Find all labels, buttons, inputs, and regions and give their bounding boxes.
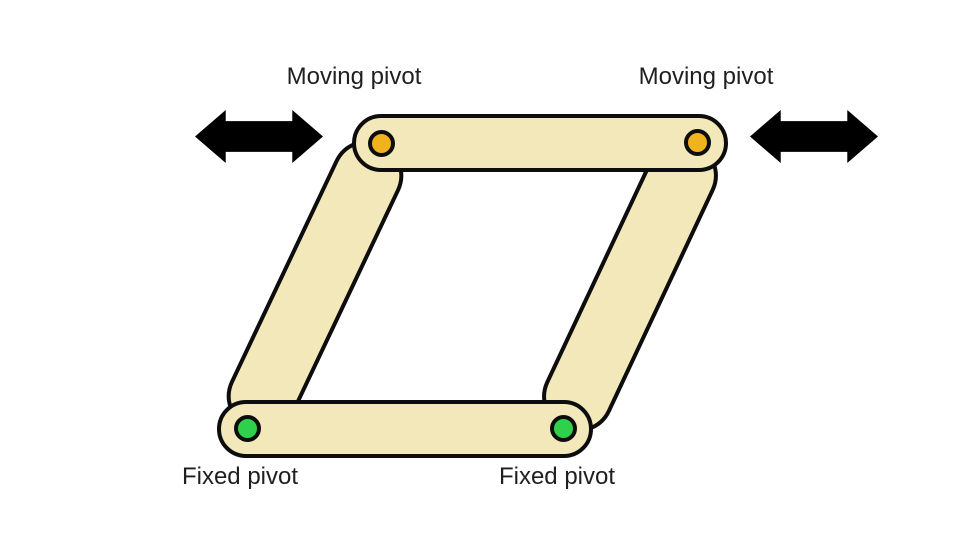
double-arrow-right-icon (750, 110, 878, 163)
moving-pivot-right (684, 129, 711, 156)
fixed-pivot-label-right: Fixed pivot (498, 463, 616, 490)
left-link-bar (214, 127, 416, 445)
fixed-pivot-right (550, 415, 577, 442)
moving-pivot-label-right: Moving pivot (638, 63, 774, 90)
fixed-pivot-left (234, 415, 261, 442)
fixed-pivot-label-left: Fixed pivot (181, 463, 299, 490)
right-link-bar (530, 127, 730, 445)
top-link-bar (352, 114, 728, 172)
moving-pivot-left (368, 130, 395, 157)
moving-pivot-label-left: Moving pivot (286, 63, 422, 90)
bottom-link-bar (217, 400, 593, 458)
double-arrow-left-icon (195, 110, 323, 163)
